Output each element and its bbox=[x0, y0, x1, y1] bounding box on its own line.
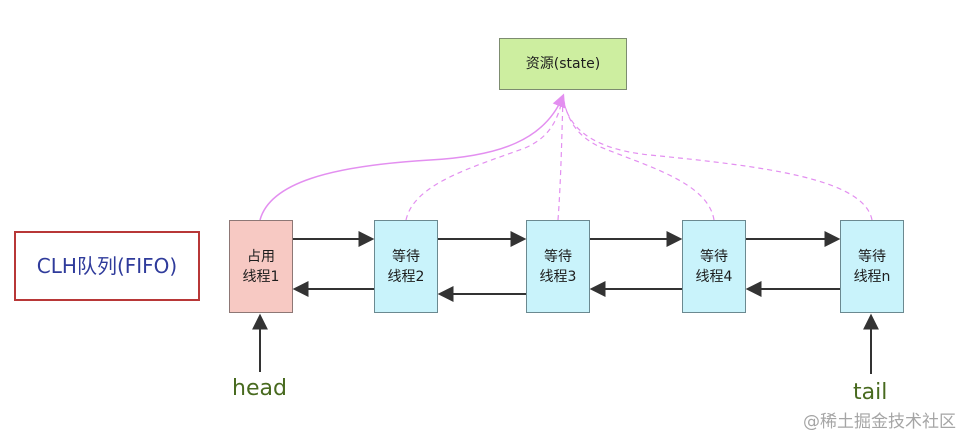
thread-node-1: 占用 线程1 bbox=[229, 220, 293, 313]
resource-state-box: 资源(state) bbox=[499, 38, 627, 90]
tail-pointer-label: tail bbox=[853, 380, 888, 405]
thread-node-4-name: 线程4 bbox=[695, 268, 733, 285]
owner-resource-curve bbox=[259, 93, 566, 221]
node4-resource-dashed-curve bbox=[562, 95, 715, 221]
thread-node-1-status: 占用 bbox=[247, 248, 275, 265]
thread-node-3-status: 等待 bbox=[544, 248, 572, 265]
noden-resource-dashed-curve bbox=[562, 95, 873, 221]
thread-node-3: 等待 线程3 bbox=[526, 220, 590, 313]
thread-node-4-status: 等待 bbox=[700, 248, 728, 265]
node3-resource-dashed-curve bbox=[557, 95, 564, 221]
resource-state-label: 资源(state) bbox=[525, 56, 601, 72]
thread-node-2-name: 线程2 bbox=[387, 268, 425, 285]
thread-node-2-status: 等待 bbox=[392, 248, 420, 265]
clh-queue-label: CLH队列(FIFO) bbox=[36, 254, 178, 278]
thread-node-1-name: 线程1 bbox=[242, 268, 280, 285]
thread-node-n-name: 线程n bbox=[853, 268, 891, 285]
thread-node-3-name: 线程3 bbox=[539, 268, 577, 285]
thread-node-n-status: 等待 bbox=[858, 248, 886, 265]
thread-node-n: 等待 线程n bbox=[840, 220, 904, 313]
watermark: @稀土掘金技术社区 bbox=[803, 412, 956, 432]
thread-node-2: 等待 线程2 bbox=[374, 220, 438, 313]
thread-node-4: 等待 线程4 bbox=[682, 220, 746, 313]
node2-resource-dashed-curve bbox=[405, 95, 564, 221]
clh-queue-label-box: CLH队列(FIFO) bbox=[14, 231, 200, 301]
head-pointer-label: head bbox=[232, 376, 287, 401]
